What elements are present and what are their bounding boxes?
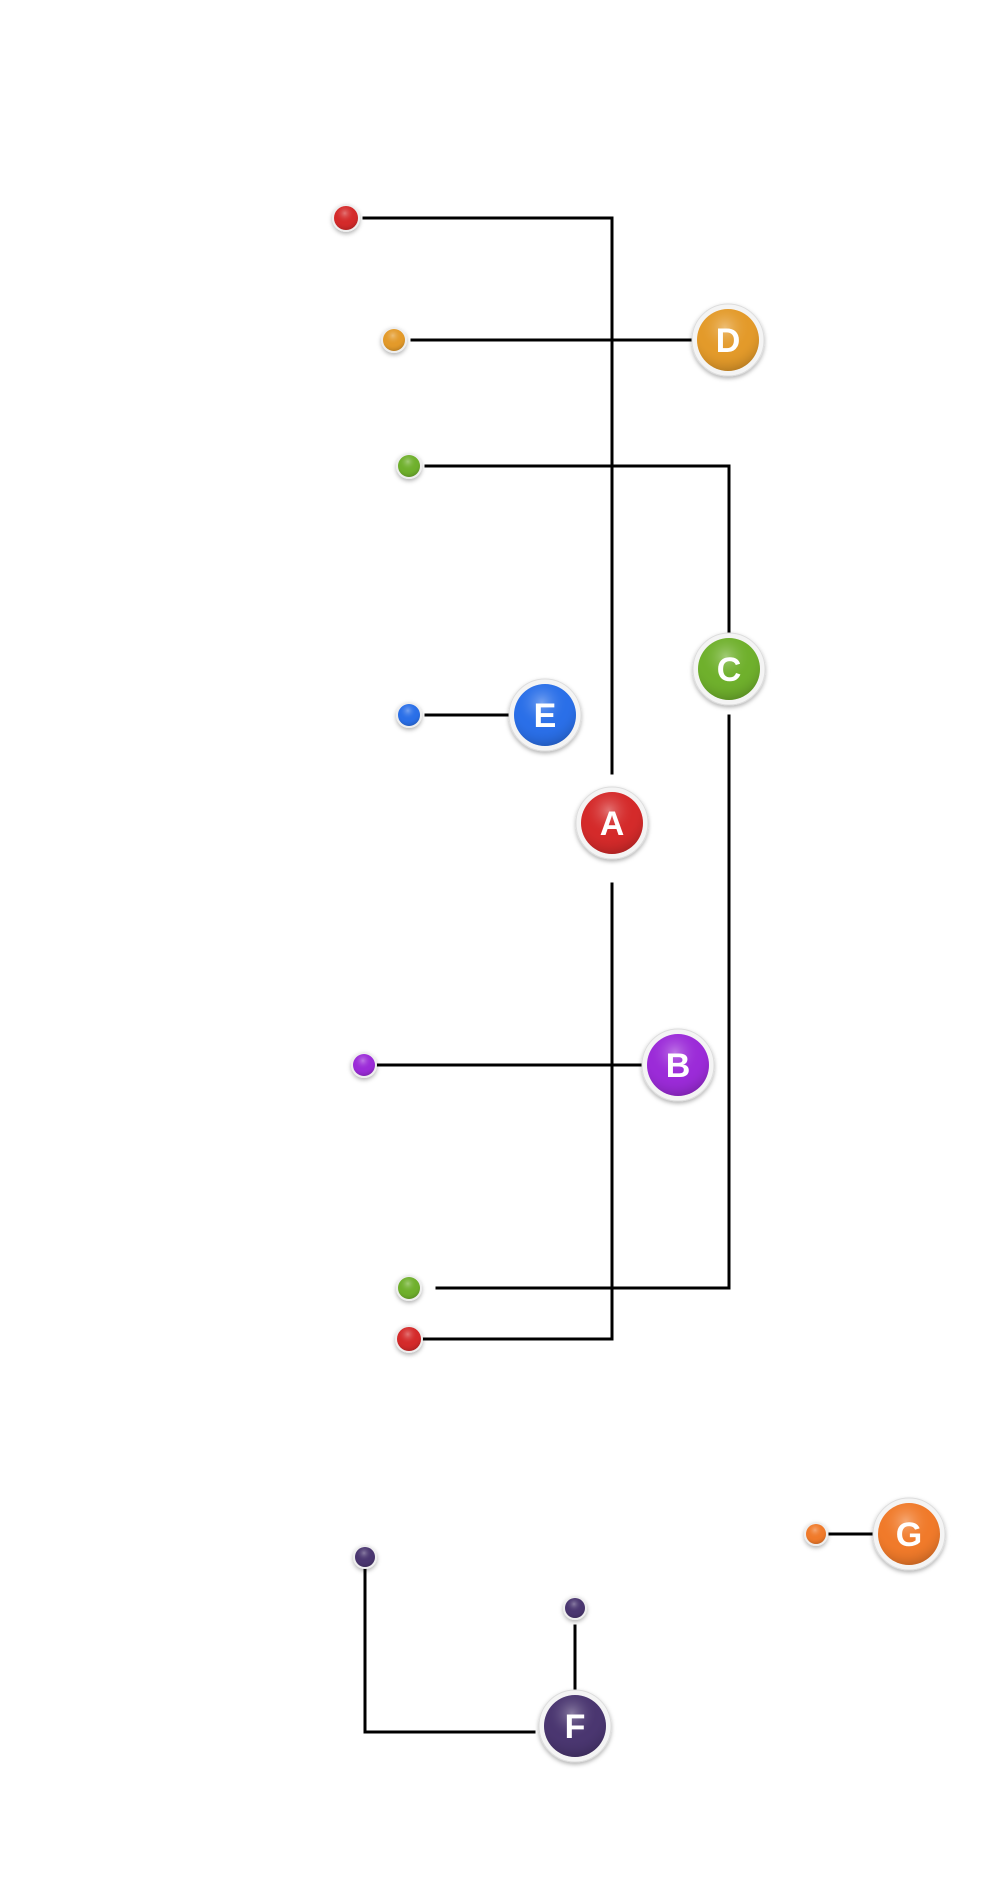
endpoint-dot-a <box>395 1325 423 1353</box>
endpoint-dot-e <box>396 702 422 728</box>
node-label: G <box>896 1516 922 1554</box>
node-label: C <box>717 651 742 689</box>
node-a[interactable]: A <box>575 786 649 860</box>
node-d[interactable]: D <box>691 303 765 377</box>
node-label: B <box>666 1047 691 1085</box>
node-label: D <box>716 322 741 360</box>
connector-lines <box>362 216 879 1734</box>
endpoint-dot-g <box>804 1522 828 1546</box>
wire-f-left <box>363 1567 536 1734</box>
node-e[interactable]: E <box>508 678 582 752</box>
endpoint-dot-f <box>563 1596 587 1620</box>
node-g[interactable]: G <box>872 1497 946 1571</box>
node-label: E <box>534 697 557 735</box>
endpoint-dot-c <box>396 1275 422 1301</box>
node-b[interactable]: B <box>641 1028 715 1102</box>
node-c[interactable]: C <box>692 632 766 706</box>
node-f[interactable]: F <box>538 1689 612 1763</box>
endpoint-dot-a <box>332 204 360 232</box>
endpoint-dot-d <box>381 327 407 353</box>
wire-a-top <box>362 216 614 775</box>
endpoint-dot-c <box>396 453 422 479</box>
wire-c-bottom <box>435 714 731 1290</box>
endpoint-dot-f <box>353 1545 377 1569</box>
wire-c-top <box>424 464 731 634</box>
node-label: A <box>600 805 625 843</box>
wire-a-bottom <box>416 882 614 1341</box>
endpoint-dot-b <box>351 1052 377 1078</box>
node-label: F <box>565 1708 586 1746</box>
